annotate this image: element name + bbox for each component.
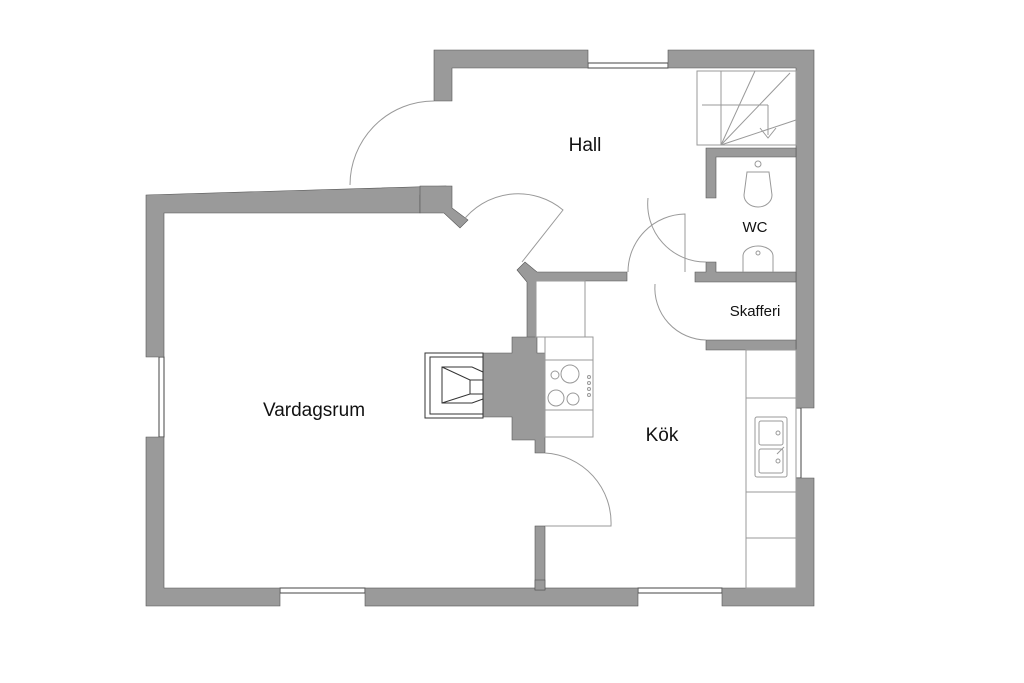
door-entrance [349, 100, 435, 186]
outer-walls [145, 49, 815, 607]
doors [349, 100, 707, 527]
interior-walls [482, 147, 797, 591]
window-hall [587, 62, 669, 69]
stairs [696, 70, 797, 146]
room-label-skafferi: Skafferi [730, 303, 781, 320]
door-living-hall [461, 193, 564, 263]
room-label-hall: Hall [569, 135, 602, 156]
room-label-kok: Kök [646, 425, 679, 446]
sink [754, 416, 788, 478]
window-living-bottom [279, 587, 366, 594]
windows [158, 62, 802, 594]
window-kitchen-right [795, 407, 802, 479]
door-hall-kitchen [627, 213, 686, 273]
stove [544, 359, 594, 411]
washbasin [742, 245, 774, 272]
door-skafferi [654, 283, 707, 341]
room-label-wc: WC [743, 219, 768, 236]
door-wc [647, 197, 707, 263]
toilet [743, 160, 773, 208]
room-label-vardagsrum: Vardagsrum [263, 400, 365, 421]
door-living-kitchen [544, 452, 612, 527]
fireplace [424, 352, 484, 419]
window-living-left [158, 356, 165, 438]
window-kitchen-bottom [637, 587, 723, 594]
